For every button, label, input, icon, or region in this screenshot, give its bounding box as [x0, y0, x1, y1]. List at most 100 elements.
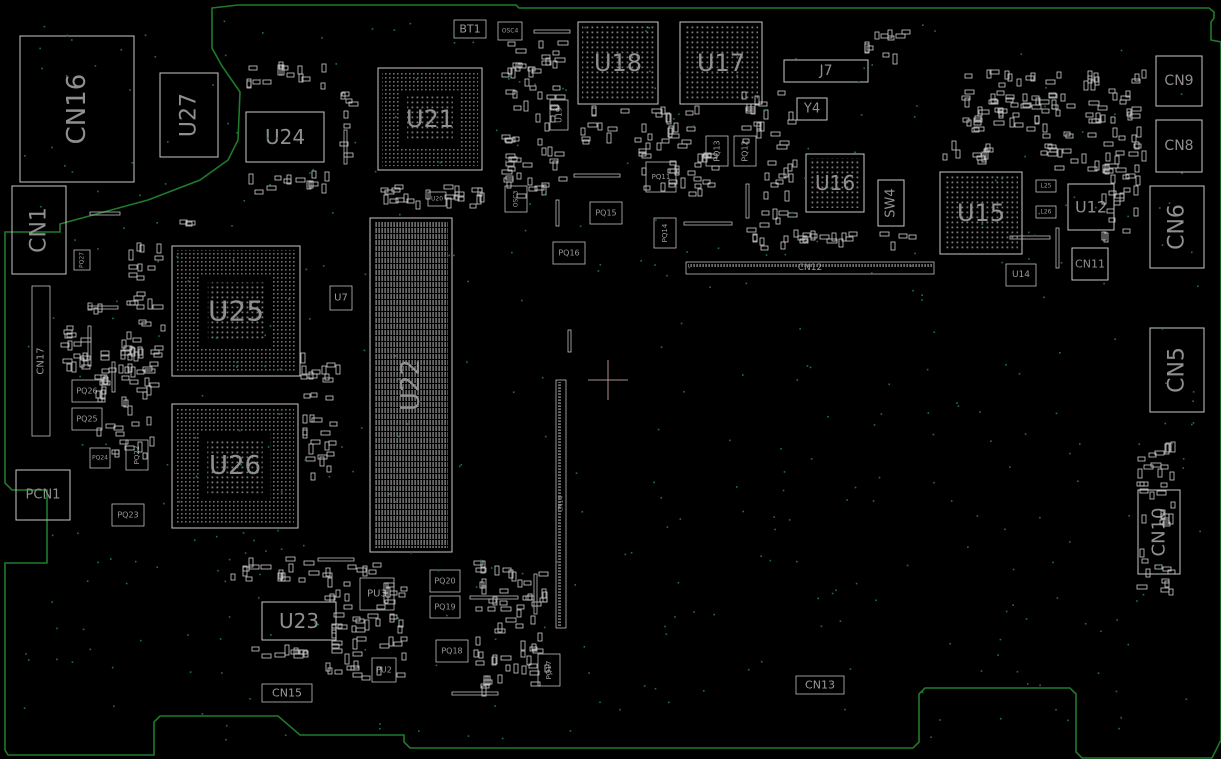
- component-u19[interactable]: U19: [549, 99, 569, 131]
- component-cn15[interactable]: CN15: [261, 683, 313, 703]
- via-dot: [312, 169, 314, 171]
- component-pq12[interactable]: PQ12: [733, 135, 757, 167]
- component-u12[interactable]: U12: [1067, 183, 1115, 231]
- passive-pad: [99, 380, 111, 386]
- via-dot: [736, 74, 738, 77]
- passive-pad: [1108, 163, 1119, 169]
- via-dot: [804, 177, 806, 179]
- component-pq15[interactable]: PQ15: [589, 201, 623, 225]
- component-l25[interactable]: L25: [1035, 179, 1057, 193]
- passive-pad: [641, 123, 647, 133]
- component-pq13[interactable]: PQ13: [705, 135, 729, 167]
- component-cn6[interactable]: CN6: [1149, 185, 1205, 269]
- component-u18[interactable]: U18: [577, 21, 659, 105]
- component-pq11[interactable]: PQ11: [645, 161, 677, 193]
- component-cn9[interactable]: CN9: [1155, 55, 1203, 107]
- via-dot: [626, 162, 629, 165]
- component-pq14[interactable]: PQ14: [653, 217, 677, 249]
- component-u7[interactable]: U7: [329, 285, 353, 311]
- component-cn11[interactable]: CN11: [1071, 247, 1109, 281]
- component-osc4[interactable]: OSC4: [497, 21, 523, 41]
- via-dot: [1005, 364, 1007, 366]
- component-j7[interactable]: J7: [783, 59, 869, 83]
- component-cn16[interactable]: CN16: [19, 35, 135, 183]
- passive-pad: [666, 113, 672, 125]
- via-dot: [89, 648, 92, 651]
- passive-pad: [848, 231, 858, 237]
- component-pq27[interactable]: PQ27: [73, 249, 91, 271]
- component-pq20[interactable]: PQ20: [429, 569, 461, 593]
- via-dot: [140, 639, 142, 642]
- passive-pad: [1009, 117, 1015, 128]
- component-u14[interactable]: U14: [1005, 263, 1037, 287]
- passive-pad: [537, 91, 543, 100]
- label-pq24: PQ24: [92, 455, 108, 462]
- component-u24[interactable]: U24: [245, 111, 325, 163]
- via-dot: [28, 659, 30, 661]
- component-u26[interactable]: U26: [171, 403, 299, 529]
- component-u17[interactable]: U17: [679, 21, 763, 105]
- narrow-connector: [683, 221, 733, 226]
- label-pq23: PQ23: [117, 511, 138, 520]
- passive-pad: [324, 171, 330, 182]
- passive-pad: [1087, 132, 1097, 138]
- component-u27[interactable]: U27: [159, 72, 219, 158]
- component-cn17[interactable]: CN17: [31, 285, 51, 437]
- component-l26[interactable]: L26: [1035, 205, 1057, 219]
- passive-pad: [693, 176, 702, 182]
- component-osc3[interactable]: OSC3: [504, 185, 528, 213]
- component-cn1[interactable]: CN1: [11, 185, 67, 275]
- component-pq24[interactable]: PQ24: [89, 447, 111, 469]
- component-u15[interactable]: U15: [939, 171, 1023, 255]
- via-dot: [235, 327, 237, 330]
- component-cn8[interactable]: CN8: [1155, 119, 1203, 173]
- passive-pad: [898, 233, 908, 239]
- via-dot: [588, 672, 590, 674]
- component-pu3[interactable]: PU3: [359, 577, 395, 611]
- component-u21[interactable]: U21: [377, 67, 483, 171]
- via-dot: [529, 203, 531, 205]
- passive-pad: [606, 132, 612, 144]
- passive-pad: [1026, 126, 1036, 132]
- component-pq19[interactable]: PQ19: [429, 595, 461, 619]
- passive-pad: [1022, 93, 1028, 102]
- component-u22[interactable]: U22: [369, 217, 453, 553]
- via-dot: [1056, 597, 1059, 599]
- via-dot: [379, 727, 381, 730]
- component-u20[interactable]: U20: [427, 191, 447, 207]
- via-dot: [280, 548, 283, 550]
- passive-pad: [523, 580, 532, 586]
- label-pq14: PQ14: [661, 223, 669, 242]
- component-u16[interactable]: U16: [805, 153, 865, 213]
- component-pq23[interactable]: PQ23: [111, 503, 145, 527]
- component-bt1[interactable]: BT1: [453, 19, 487, 39]
- component-pq18[interactable]: PQ18: [435, 639, 469, 663]
- via-dot: [277, 529, 279, 532]
- via-dot: [854, 486, 857, 489]
- via-dot: [888, 383, 890, 386]
- passive-pad: [512, 90, 518, 99]
- via-dot: [156, 566, 159, 569]
- label-cn13: CN13: [805, 679, 835, 692]
- passive-pad: [1085, 112, 1094, 118]
- component-cn5[interactable]: CN5: [1149, 327, 1205, 413]
- component-pq16[interactable]: PQ16: [552, 241, 586, 265]
- passive-pad: [1088, 100, 1100, 106]
- component-u25[interactable]: U25: [171, 245, 301, 377]
- component-pq22[interactable]: PQ22: [125, 439, 149, 471]
- component-cn14[interactable]: CN14: [555, 379, 567, 629]
- via-dot: [957, 405, 960, 407]
- via-dot: [630, 551, 633, 554]
- component-sw4[interactable]: SW4: [877, 179, 905, 227]
- component-cn13[interactable]: CN13: [795, 675, 845, 695]
- passive-pad: [685, 110, 694, 116]
- component-pq25[interactable]: PQ25: [71, 407, 103, 431]
- component-cn10[interactable]: CN10: [1137, 489, 1181, 575]
- label-cn17: CN17: [36, 347, 47, 374]
- component-pcn1[interactable]: PCN1: [15, 469, 71, 521]
- component-cn12[interactable]: CN12: [685, 261, 935, 275]
- passive-pad: [97, 303, 103, 313]
- component-y4[interactable]: Y4: [796, 97, 828, 121]
- component-u23[interactable]: U23: [261, 601, 337, 641]
- component-pu2[interactable]: PU2: [371, 657, 397, 683]
